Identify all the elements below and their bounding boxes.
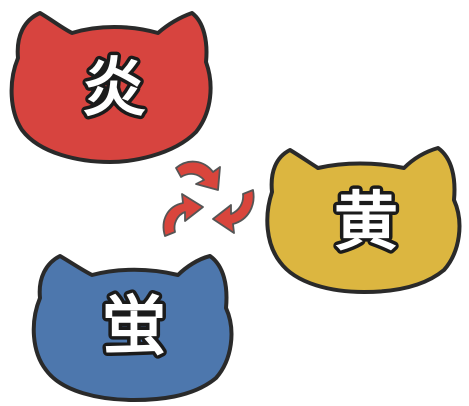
node-blue: 蛍 (31, 254, 234, 402)
node-label-red: 炎 (82, 51, 146, 126)
node-yellow: 黄 (265, 146, 462, 294)
node-label-yellow: 黄 (334, 185, 398, 260)
node-label-blue: 蛍 (102, 289, 166, 364)
cat-head-shape-yellow (265, 146, 462, 294)
arrow-red-to-yellow (175, 160, 221, 191)
cat-head-shape-blue (31, 254, 234, 402)
node-red: 炎 (9, 11, 213, 164)
arrow-blue-to-red (162, 193, 204, 237)
arrow-yellow-to-blue (212, 189, 255, 234)
cat-head-shape-red (9, 11, 213, 164)
cycle-arrows (162, 160, 255, 237)
